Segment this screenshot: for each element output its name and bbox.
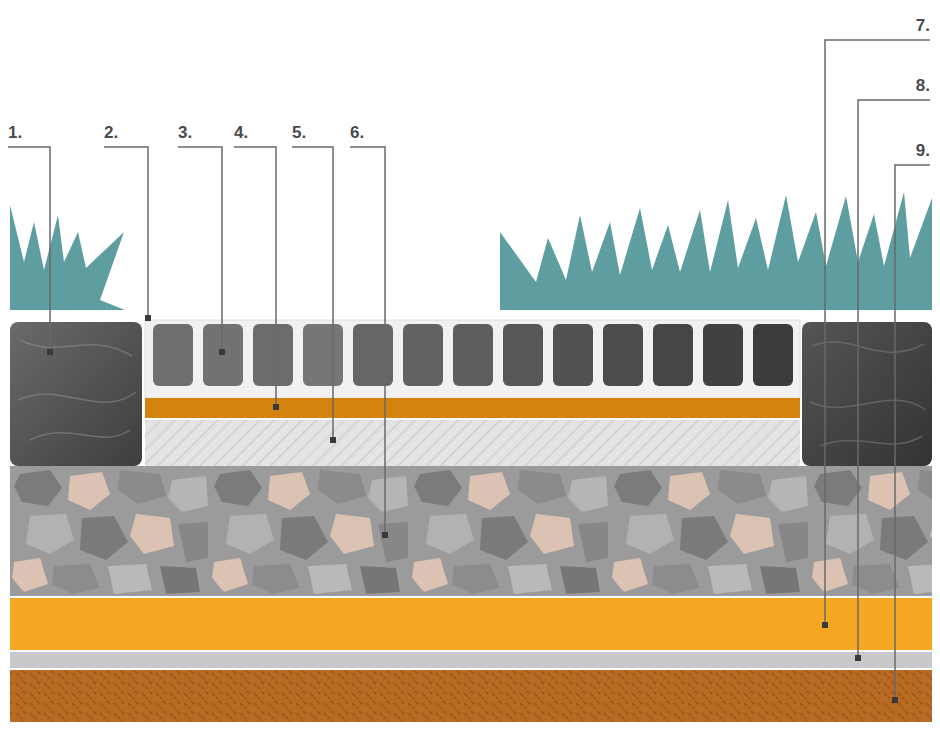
- curb-stone: [802, 322, 932, 466]
- paving-stones: [153, 324, 793, 386]
- leader-lines: [8, 40, 930, 700]
- sand-layer: [10, 598, 932, 650]
- leader-dots: [47, 315, 898, 703]
- curb-stone: [10, 322, 142, 466]
- callout-number: 6.: [350, 122, 364, 144]
- callout-number: 3.: [178, 122, 192, 144]
- callout-number: 8.: [916, 75, 930, 97]
- callout-number: 9.: [916, 140, 930, 162]
- callout-number: 5.: [292, 122, 306, 144]
- curb-texture: [18, 340, 136, 440]
- callout-number: 4.: [234, 122, 248, 144]
- gravel-layer: [10, 466, 932, 596]
- soil-layer: [10, 670, 932, 722]
- callout-number: 1.: [8, 122, 22, 144]
- callout-number: 2.: [104, 122, 118, 144]
- grass: [500, 192, 932, 310]
- grass: [10, 205, 125, 310]
- bedding-layer: [145, 398, 800, 418]
- callout-number: 7.: [916, 15, 930, 37]
- joint-area: [145, 320, 800, 398]
- hatched-layer: [145, 420, 800, 466]
- curb-texture: [810, 342, 926, 446]
- geotextile-layer: [10, 652, 932, 668]
